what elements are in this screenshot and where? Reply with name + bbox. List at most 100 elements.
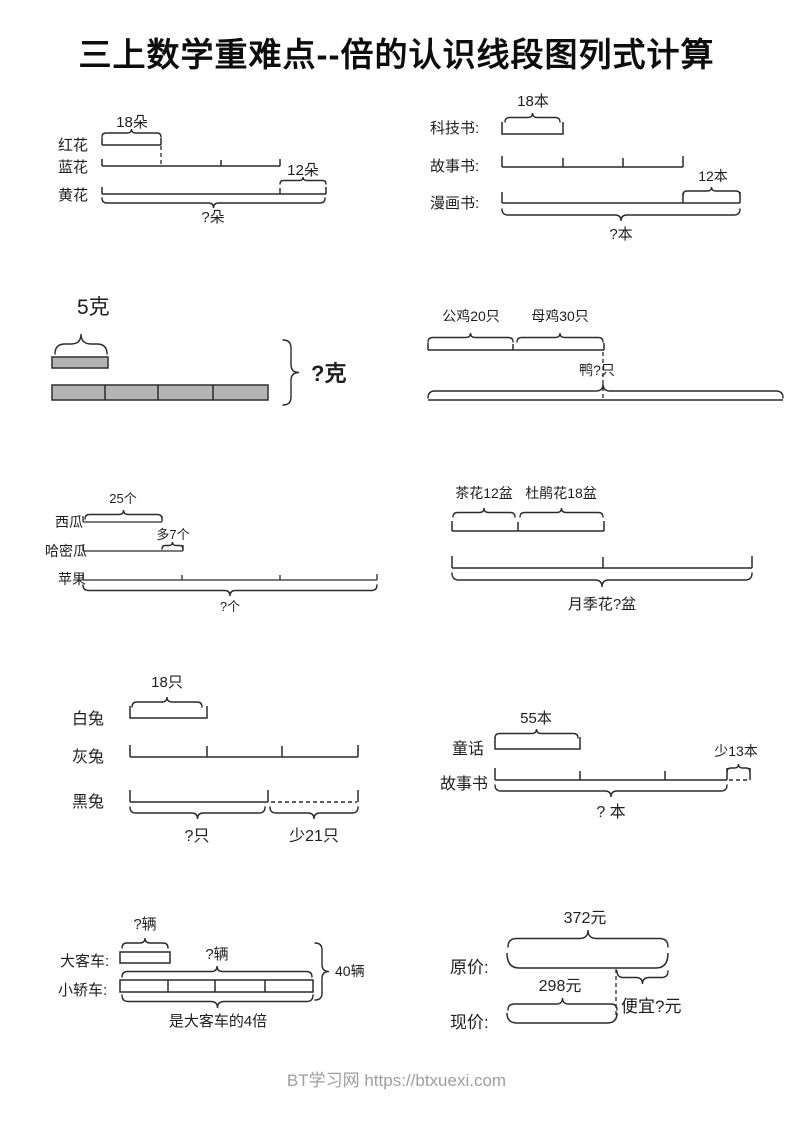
books1-total-brace-label: ?本 bbox=[609, 226, 632, 243]
books2-top-brace-label: 55本 bbox=[520, 710, 552, 727]
books1-row2-label: 故事书: bbox=[430, 158, 479, 175]
footer-watermark: BT学习网 https://btxuexi.com bbox=[286, 1071, 507, 1090]
books1-top-brace-label: 18本 bbox=[517, 93, 549, 110]
vehicles-multiple-label: 是大客车的4倍 bbox=[169, 1013, 267, 1030]
melons-row2-label: 哈密瓜 bbox=[45, 543, 87, 559]
prices-original-bar bbox=[506, 952, 669, 969]
plants-total-brace bbox=[451, 572, 753, 588]
plants-part2-label: 杜鹃花18盆 bbox=[525, 485, 597, 501]
grams-unit-label: 5克 bbox=[77, 296, 110, 319]
grams-unit-brace bbox=[54, 333, 108, 355]
melons-extra-brace bbox=[161, 541, 184, 550]
flowers-row1-label: 红花 bbox=[58, 137, 88, 154]
prices-row2-label: 现价: bbox=[450, 1013, 489, 1032]
vehicles-bus-bar bbox=[119, 951, 171, 964]
rabbits-row3-label: 黑兔 bbox=[72, 793, 104, 811]
rabbits-top-brace bbox=[131, 696, 203, 708]
melons-total-brace bbox=[82, 584, 378, 597]
vehicles-row2-label: 小轿车: bbox=[58, 982, 107, 999]
plants-part1-brace bbox=[452, 507, 516, 518]
diagram-grams: 5克 ?克 bbox=[51, 296, 346, 406]
flowers-total-brace bbox=[101, 197, 326, 209]
melons-row3-label: 苹果 bbox=[58, 571, 86, 587]
poultry-part1-brace bbox=[427, 332, 514, 343]
books1-row1-bar bbox=[501, 122, 564, 135]
vehicles-car-brace bbox=[121, 965, 313, 978]
rabbits-row2-label: 灰兔 bbox=[72, 748, 104, 766]
plants-top-segment bbox=[451, 521, 605, 532]
books1-extra-brace bbox=[682, 186, 741, 196]
melons-row1-label: 西瓜 bbox=[55, 514, 83, 530]
books2-row1-label: 童话 bbox=[452, 739, 484, 758]
prices-current-brace bbox=[507, 997, 618, 1011]
books2-total-brace bbox=[494, 784, 728, 798]
rabbits-row1-bar bbox=[129, 706, 208, 719]
rabbits-row1-label: 白兔 bbox=[72, 710, 104, 728]
flowers-top-brace bbox=[101, 128, 162, 138]
prices-row1-label: 原价: bbox=[450, 958, 489, 977]
grams-total-label: ?克 bbox=[311, 361, 346, 386]
melons-extra-brace-label: 多7个 bbox=[156, 527, 189, 542]
prices-current-brace-label: 298元 bbox=[539, 978, 582, 995]
melons-row1-segment bbox=[82, 516, 163, 523]
vehicles-bus-brace-label: ?辆 bbox=[133, 916, 156, 933]
rabbits-less-brace bbox=[269, 806, 359, 820]
vehicles-car-brace-label: ?辆 bbox=[205, 946, 228, 963]
flowers-extra-brace bbox=[279, 176, 327, 185]
diagram-prices: 372元 原价: 298元 便宜?元 现价: bbox=[450, 910, 681, 1032]
books2-row2-label: 故事书 bbox=[440, 775, 488, 793]
books2-top-brace bbox=[494, 728, 579, 739]
diagram-rabbits: 18只 白兔 灰兔 黑兔 ?只 少21只 bbox=[72, 674, 359, 845]
books1-row2-segment bbox=[501, 156, 684, 168]
diagram-books2: 55本 童话 少13本 故事书 ? 本 bbox=[440, 710, 758, 821]
diagram-flowers: 18朵 红花 蓝花 12朵 黄花 ?朵 bbox=[58, 114, 327, 226]
vehicles-multiple-brace bbox=[121, 994, 314, 1009]
flowers-row3-label: 黄花 bbox=[58, 187, 88, 204]
books2-row2-solid bbox=[494, 768, 751, 781]
rabbits-less-brace-label: 少21只 bbox=[289, 827, 339, 845]
plants-total-label: 月季花?盆 bbox=[568, 596, 636, 613]
books2-row1-bar bbox=[494, 737, 581, 750]
melons-total-brace-label: ?个 bbox=[220, 599, 240, 614]
diagram-poultry: 公鸡20只 母鸡30只 鸭?只 bbox=[427, 308, 784, 401]
poultry-top-segment bbox=[427, 343, 605, 351]
prices-original-brace bbox=[507, 929, 669, 948]
grams-big-bar bbox=[51, 384, 269, 401]
diagram-books1: 18本 科技书: 故事书: 12本 漫画书: ?本 bbox=[430, 93, 741, 243]
plants-part1-label: 茶花12盆 bbox=[455, 485, 513, 501]
rabbits-top-brace-label: 18只 bbox=[151, 674, 183, 691]
melons-top-brace bbox=[84, 509, 163, 520]
books2-less-brace bbox=[726, 763, 751, 773]
melons-row3-segment bbox=[82, 574, 378, 581]
flowers-extra-brace-label: 12朵 bbox=[287, 162, 319, 179]
rabbits-part-brace-label: ?只 bbox=[185, 828, 210, 845]
books2-total-brace-label: ? 本 bbox=[596, 803, 625, 821]
plants-bottom-segment bbox=[451, 556, 753, 569]
poultry-part2-label: 母鸡30只 bbox=[531, 308, 589, 324]
diagram-plants: 茶花12盆 杜鹃花18盆 月季花?盆 bbox=[451, 485, 753, 613]
page-title: 三上数学重难点--倍的认识线段图列式计算 bbox=[78, 36, 715, 73]
books1-row3-segment bbox=[501, 192, 741, 204]
rabbits-row3-solid bbox=[129, 790, 359, 803]
books1-row1-label: 科技书: bbox=[430, 120, 479, 137]
poultry-part1-label: 公鸡20只 bbox=[442, 308, 500, 324]
melons-row2-segment bbox=[82, 545, 184, 552]
books1-row3-label: 漫画书: bbox=[430, 195, 479, 212]
grams-big-bar-dividers bbox=[104, 385, 214, 400]
flowers-row2-label: 蓝花 bbox=[58, 159, 88, 176]
flowers-row1-segment bbox=[101, 138, 162, 146]
poultry-part2-brace bbox=[516, 332, 604, 343]
vehicles-row1-label: 大客车: bbox=[60, 953, 109, 970]
flowers-row2-segment bbox=[101, 159, 281, 167]
diagram-vehicles: ?辆 大客车: ?辆 小轿车: 是大客车的4倍 40辆 bbox=[58, 916, 365, 1030]
grams-small-bar bbox=[51, 356, 109, 369]
grams-total-brace bbox=[282, 339, 300, 406]
vehicles-bus-brace bbox=[121, 937, 169, 949]
plants-part2-brace bbox=[519, 507, 604, 518]
prices-cheaper-brace bbox=[616, 970, 669, 985]
prices-original-brace-label: 372元 bbox=[564, 910, 607, 927]
flowers-row3-segment bbox=[101, 187, 327, 195]
poultry-duck-label: 鸭?只 bbox=[579, 362, 615, 378]
flowers-top-brace-label: 18朵 bbox=[116, 114, 148, 131]
poultry-total-brace bbox=[427, 383, 784, 399]
